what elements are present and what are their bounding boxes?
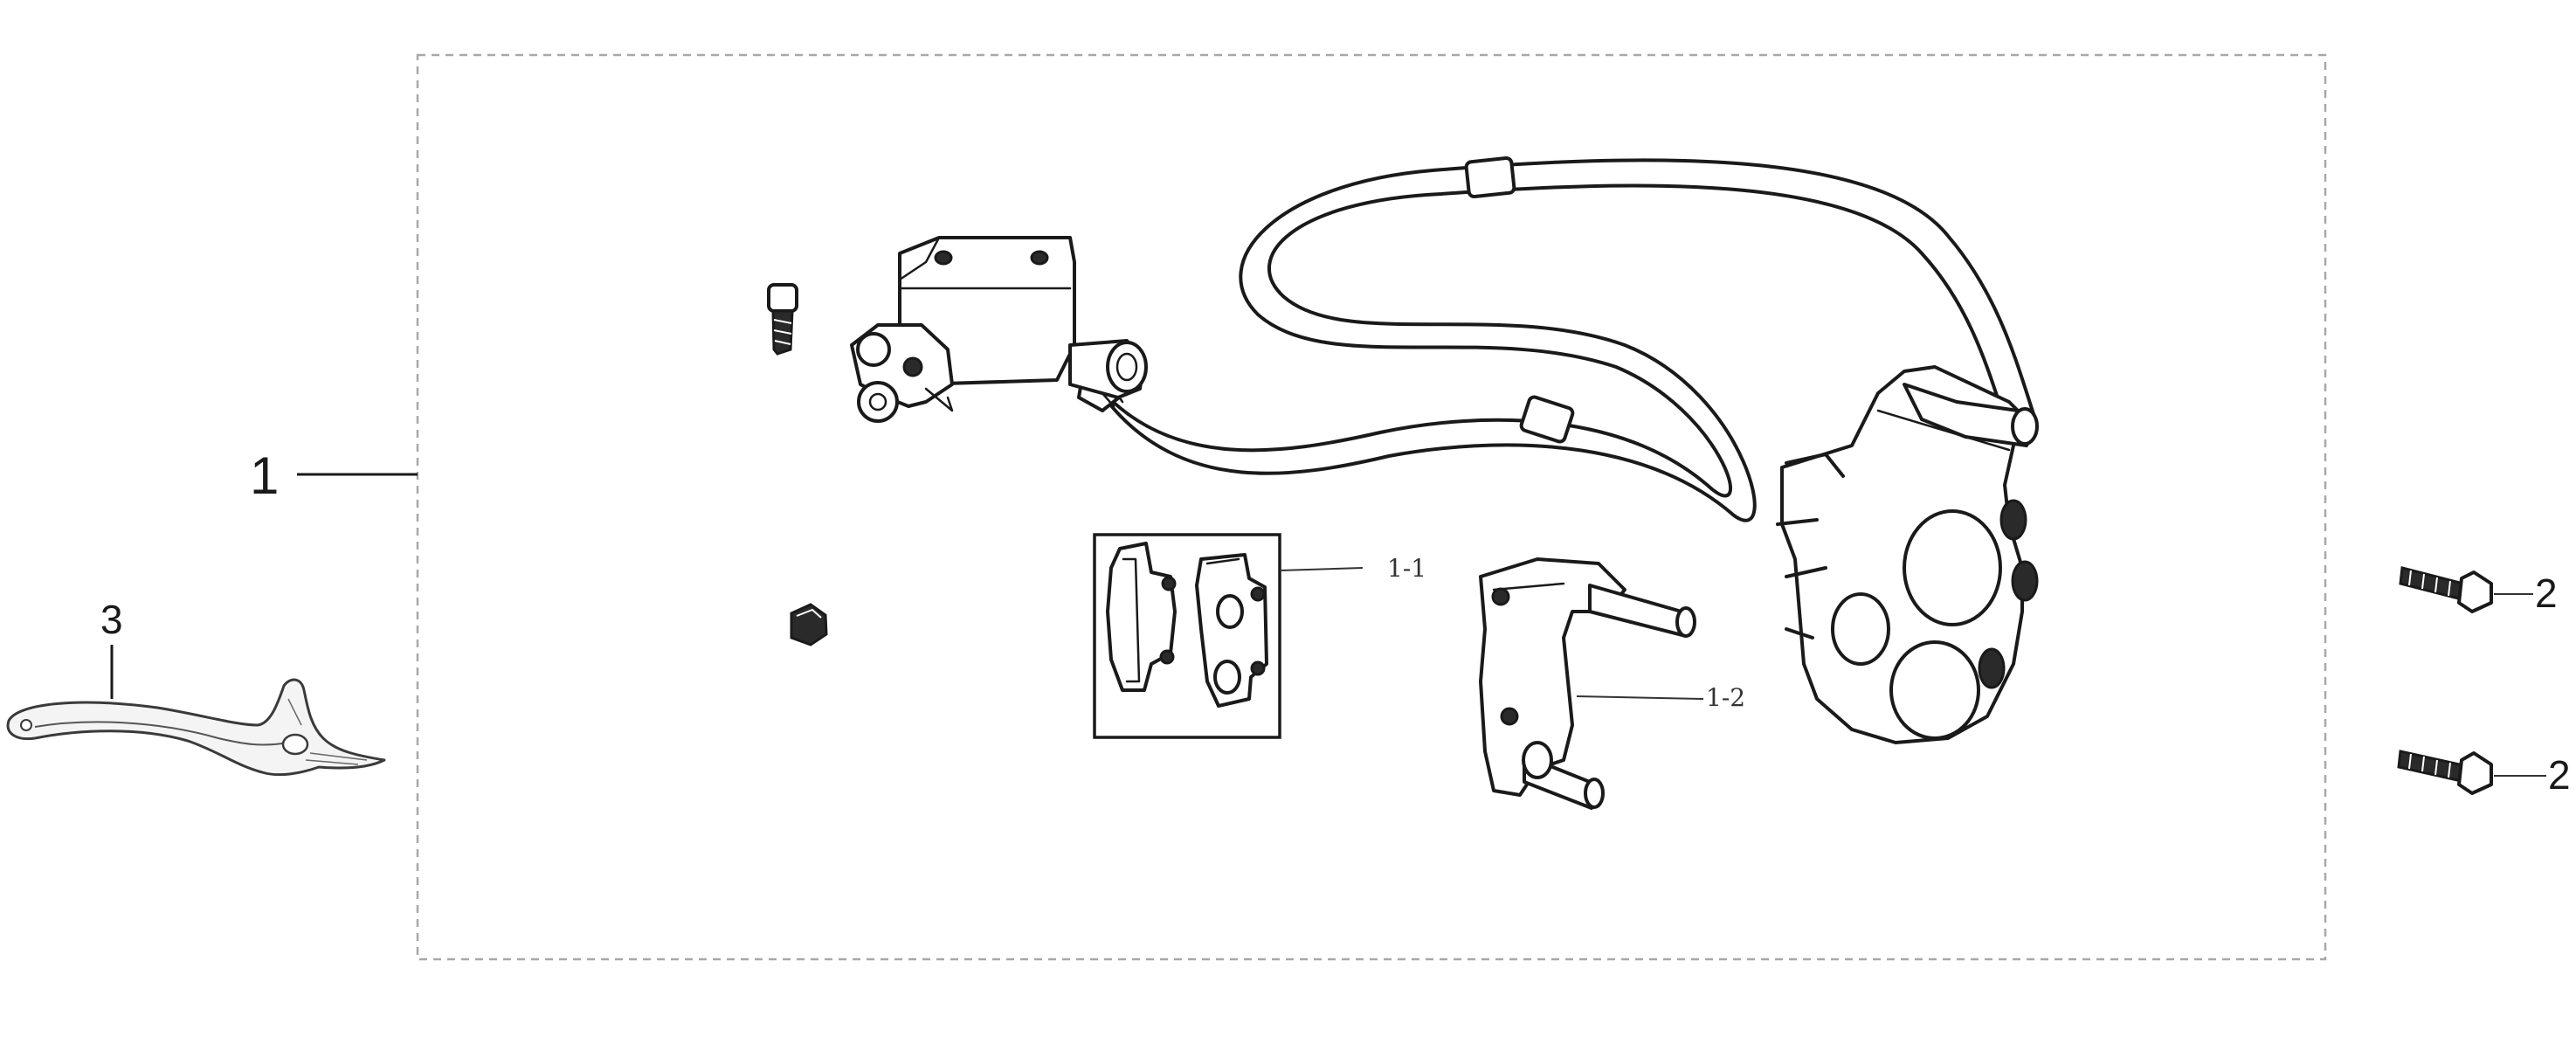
brake-lever — [6, 678, 386, 777]
callout-2-lower-label: 2 — [2548, 752, 2571, 798]
callout-1-1-label: 1-1 — [1387, 554, 1426, 583]
mc-nut — [790, 603, 828, 646]
callout-2-lower: 2 — [2494, 752, 2571, 798]
callout-1-1: 1-1 — [1279, 554, 1426, 583]
brake-pads-box — [1093, 533, 1281, 739]
callout-2-upper: 2 — [2494, 570, 2558, 616]
master-cylinder — [850, 236, 1148, 423]
mc-bolt — [767, 283, 798, 356]
callout-1: 1 — [250, 446, 418, 505]
callout-2-upper-label: 2 — [2535, 570, 2558, 616]
bolt-upper — [2399, 566, 2493, 613]
caliper-bracket — [1479, 557, 1696, 810]
brake-caliper — [1776, 365, 2039, 744]
callout-1-label: 1 — [250, 446, 279, 505]
callout-1-2: 1-2 — [1576, 683, 1745, 712]
brake-pads — [1093, 533, 1281, 739]
callout-1-2-leader — [1576, 695, 1704, 700]
callout-3-label: 3 — [100, 597, 123, 642]
callout-1-2-label: 1-2 — [1706, 683, 1745, 712]
bolt-lower — [2397, 750, 2493, 795]
callout-3: 3 — [100, 597, 123, 699]
assembly-frame — [416, 53, 2327, 961]
callout-1-1-leader — [1279, 567, 1364, 571]
